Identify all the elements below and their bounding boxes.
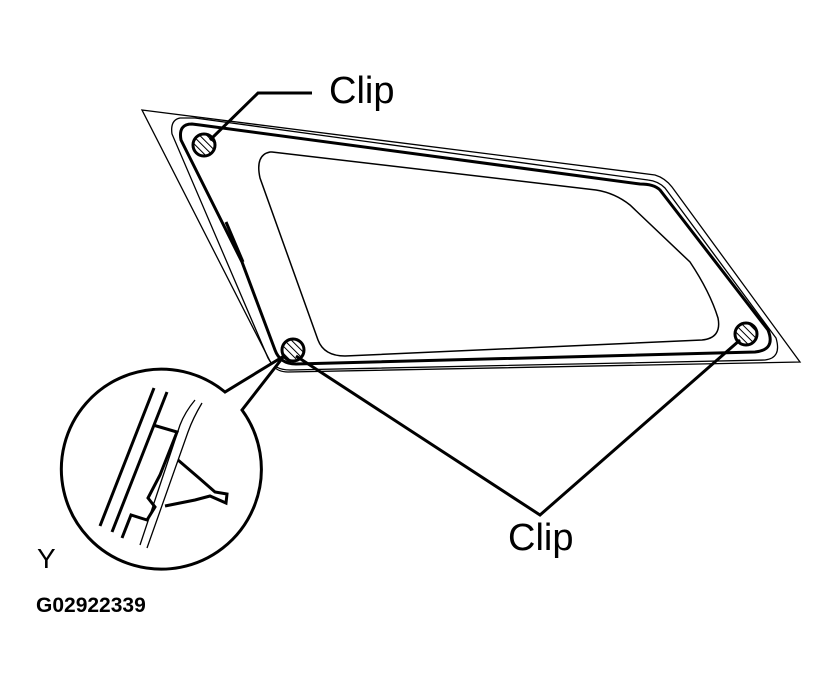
detail-glass-edge <box>139 399 203 549</box>
edge-accent <box>224 221 245 263</box>
glass-outer-edge <box>140 109 802 373</box>
detail-cross-section <box>98 387 229 539</box>
detail-magnifier <box>59 354 286 571</box>
view-letter: Y <box>37 543 56 574</box>
figure-code: G02922339 <box>36 594 146 617</box>
glass-inner-opening <box>258 151 720 357</box>
leader-line-bottom <box>295 338 741 517</box>
callout-clip-top: Clip <box>329 70 395 112</box>
clip-icon-bottom-right <box>733 321 759 347</box>
clip-icon-bottom-left <box>280 337 306 363</box>
leader-line-top <box>208 91 312 142</box>
clip-icon-top-left <box>191 132 217 158</box>
molding-outline <box>171 117 779 371</box>
callout-clip-bottom: Clip <box>508 517 574 559</box>
seal-line <box>179 122 772 366</box>
